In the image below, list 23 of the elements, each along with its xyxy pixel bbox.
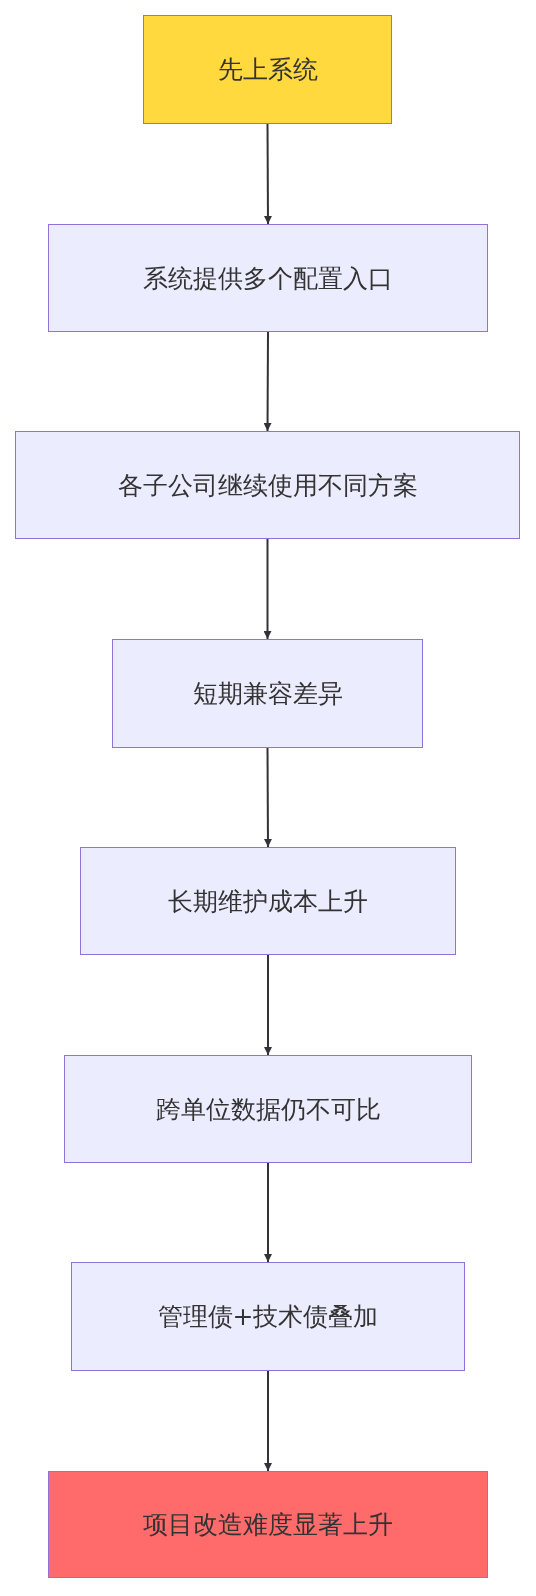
process-box (80, 847, 456, 955)
node-label: 各子公司继续使用不同方案 (117, 469, 418, 502)
process-box (143, 15, 392, 124)
process-box (48, 224, 488, 332)
node-label: 短期兼容差异 (192, 678, 343, 710)
node-label: 管理债+技术债叠加 (157, 1301, 379, 1333)
node-label: 项目改造难度显著上升 (143, 1509, 393, 1541)
arrow (263, 538, 272, 640)
arrow (264, 1370, 272, 1472)
arrow (264, 1162, 272, 1263)
arrow (263, 331, 272, 432)
arrow (263, 123, 272, 225)
process-box (71, 1262, 465, 1371)
process-box (48, 1471, 488, 1578)
node-label: 先上系统 (217, 54, 318, 86)
node-label: 长期维护成本上升 (168, 885, 368, 918)
node-label: 系统提供多个配置入口 (143, 262, 393, 295)
node-label: 跨单位数据仍不可比 (155, 1093, 381, 1126)
process-box (64, 1055, 472, 1163)
process-box (15, 431, 520, 539)
process-box (112, 639, 423, 748)
arrow (264, 954, 272, 1056)
arrow (263, 747, 272, 848)
